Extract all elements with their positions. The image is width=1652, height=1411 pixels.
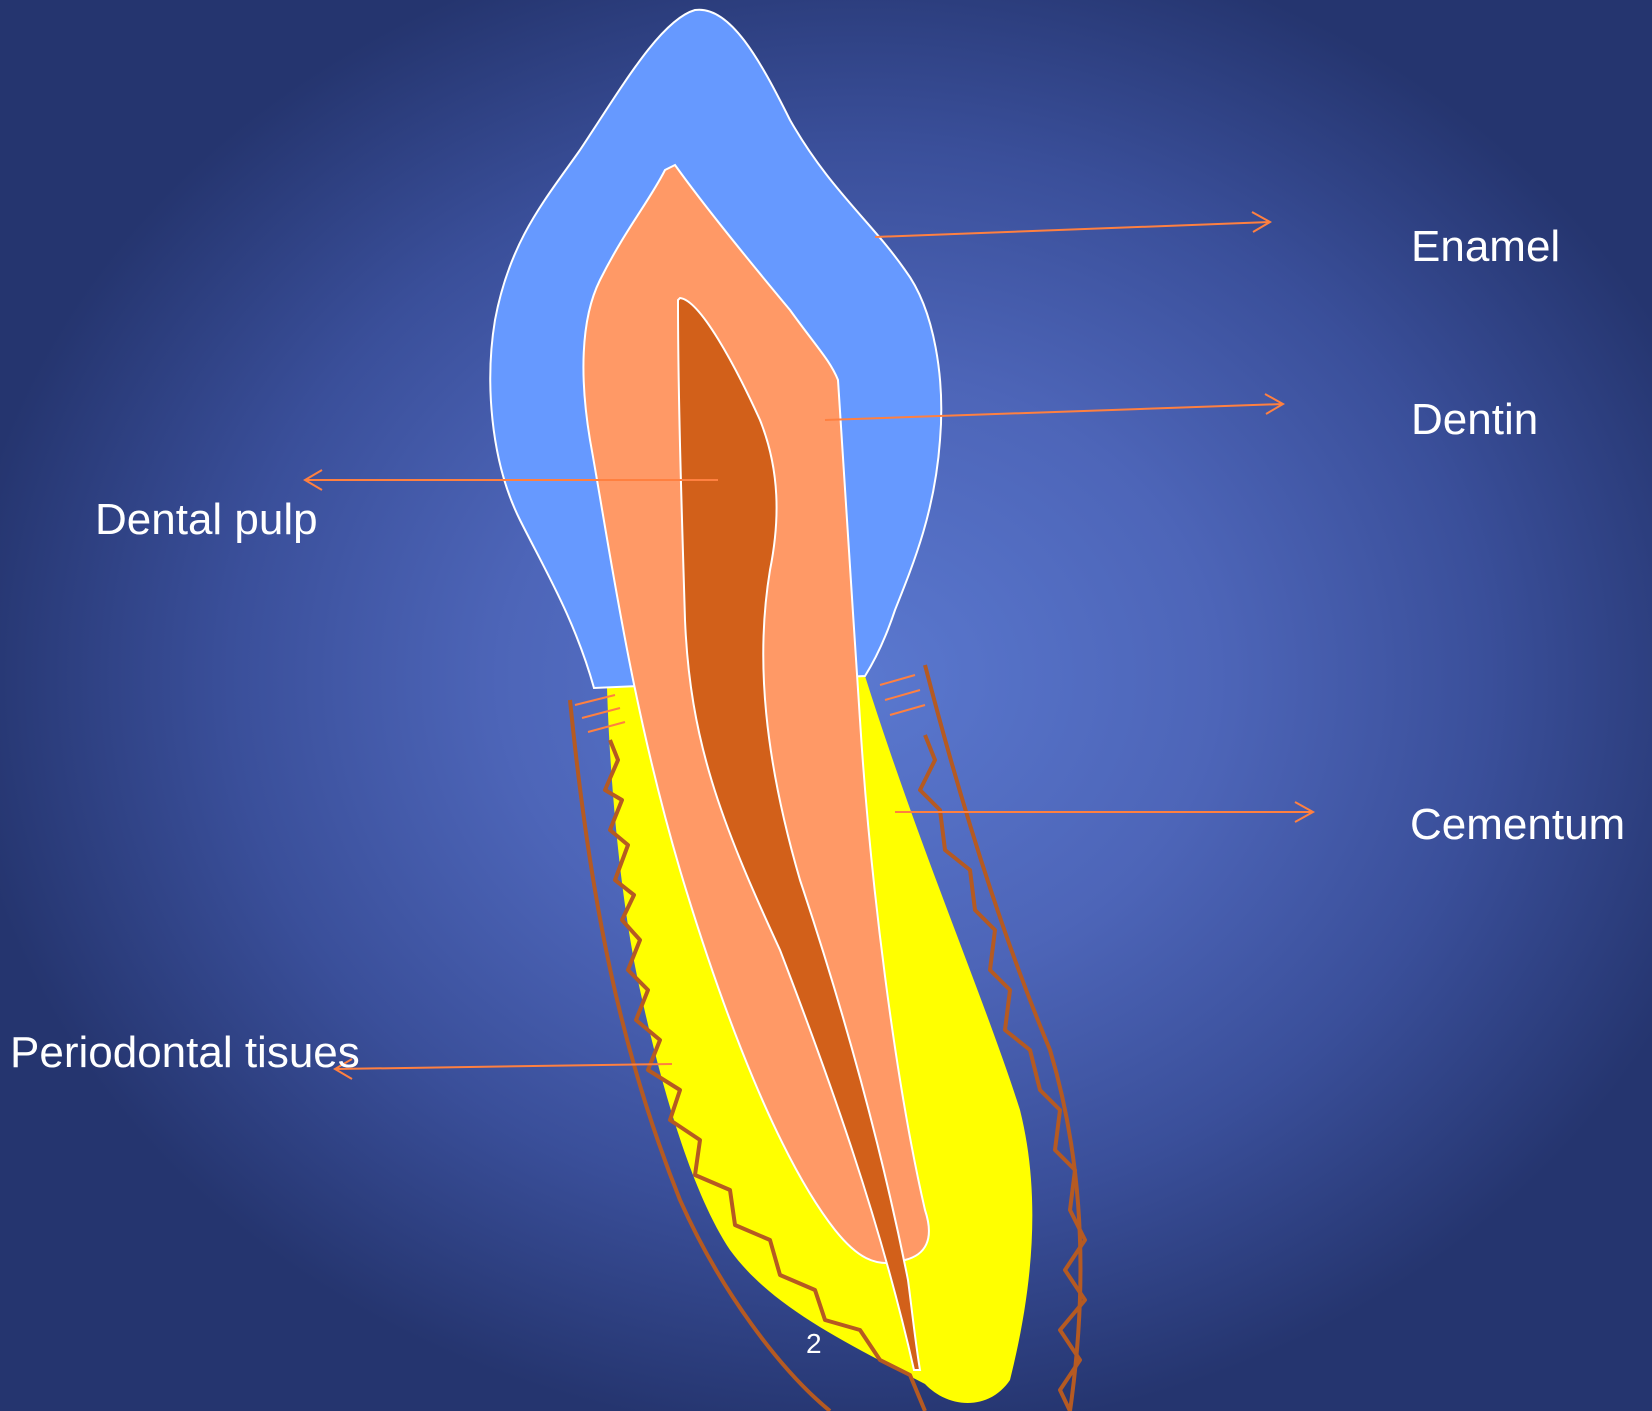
- label-periodontal-tissues: Periodontal tisues: [10, 1028, 360, 1078]
- leader-enamel: [875, 212, 1270, 237]
- gumline-hatches-right: [880, 675, 925, 715]
- label-cementum: Cementum: [1410, 800, 1625, 850]
- leader-periodontal: [335, 1059, 672, 1079]
- label-dentin: Dentin: [1411, 395, 1538, 445]
- page-number: 2: [806, 1328, 822, 1360]
- leader-cementum: [895, 802, 1313, 822]
- label-enamel: Enamel: [1411, 222, 1560, 272]
- label-dental-pulp: Dental pulp: [95, 495, 318, 545]
